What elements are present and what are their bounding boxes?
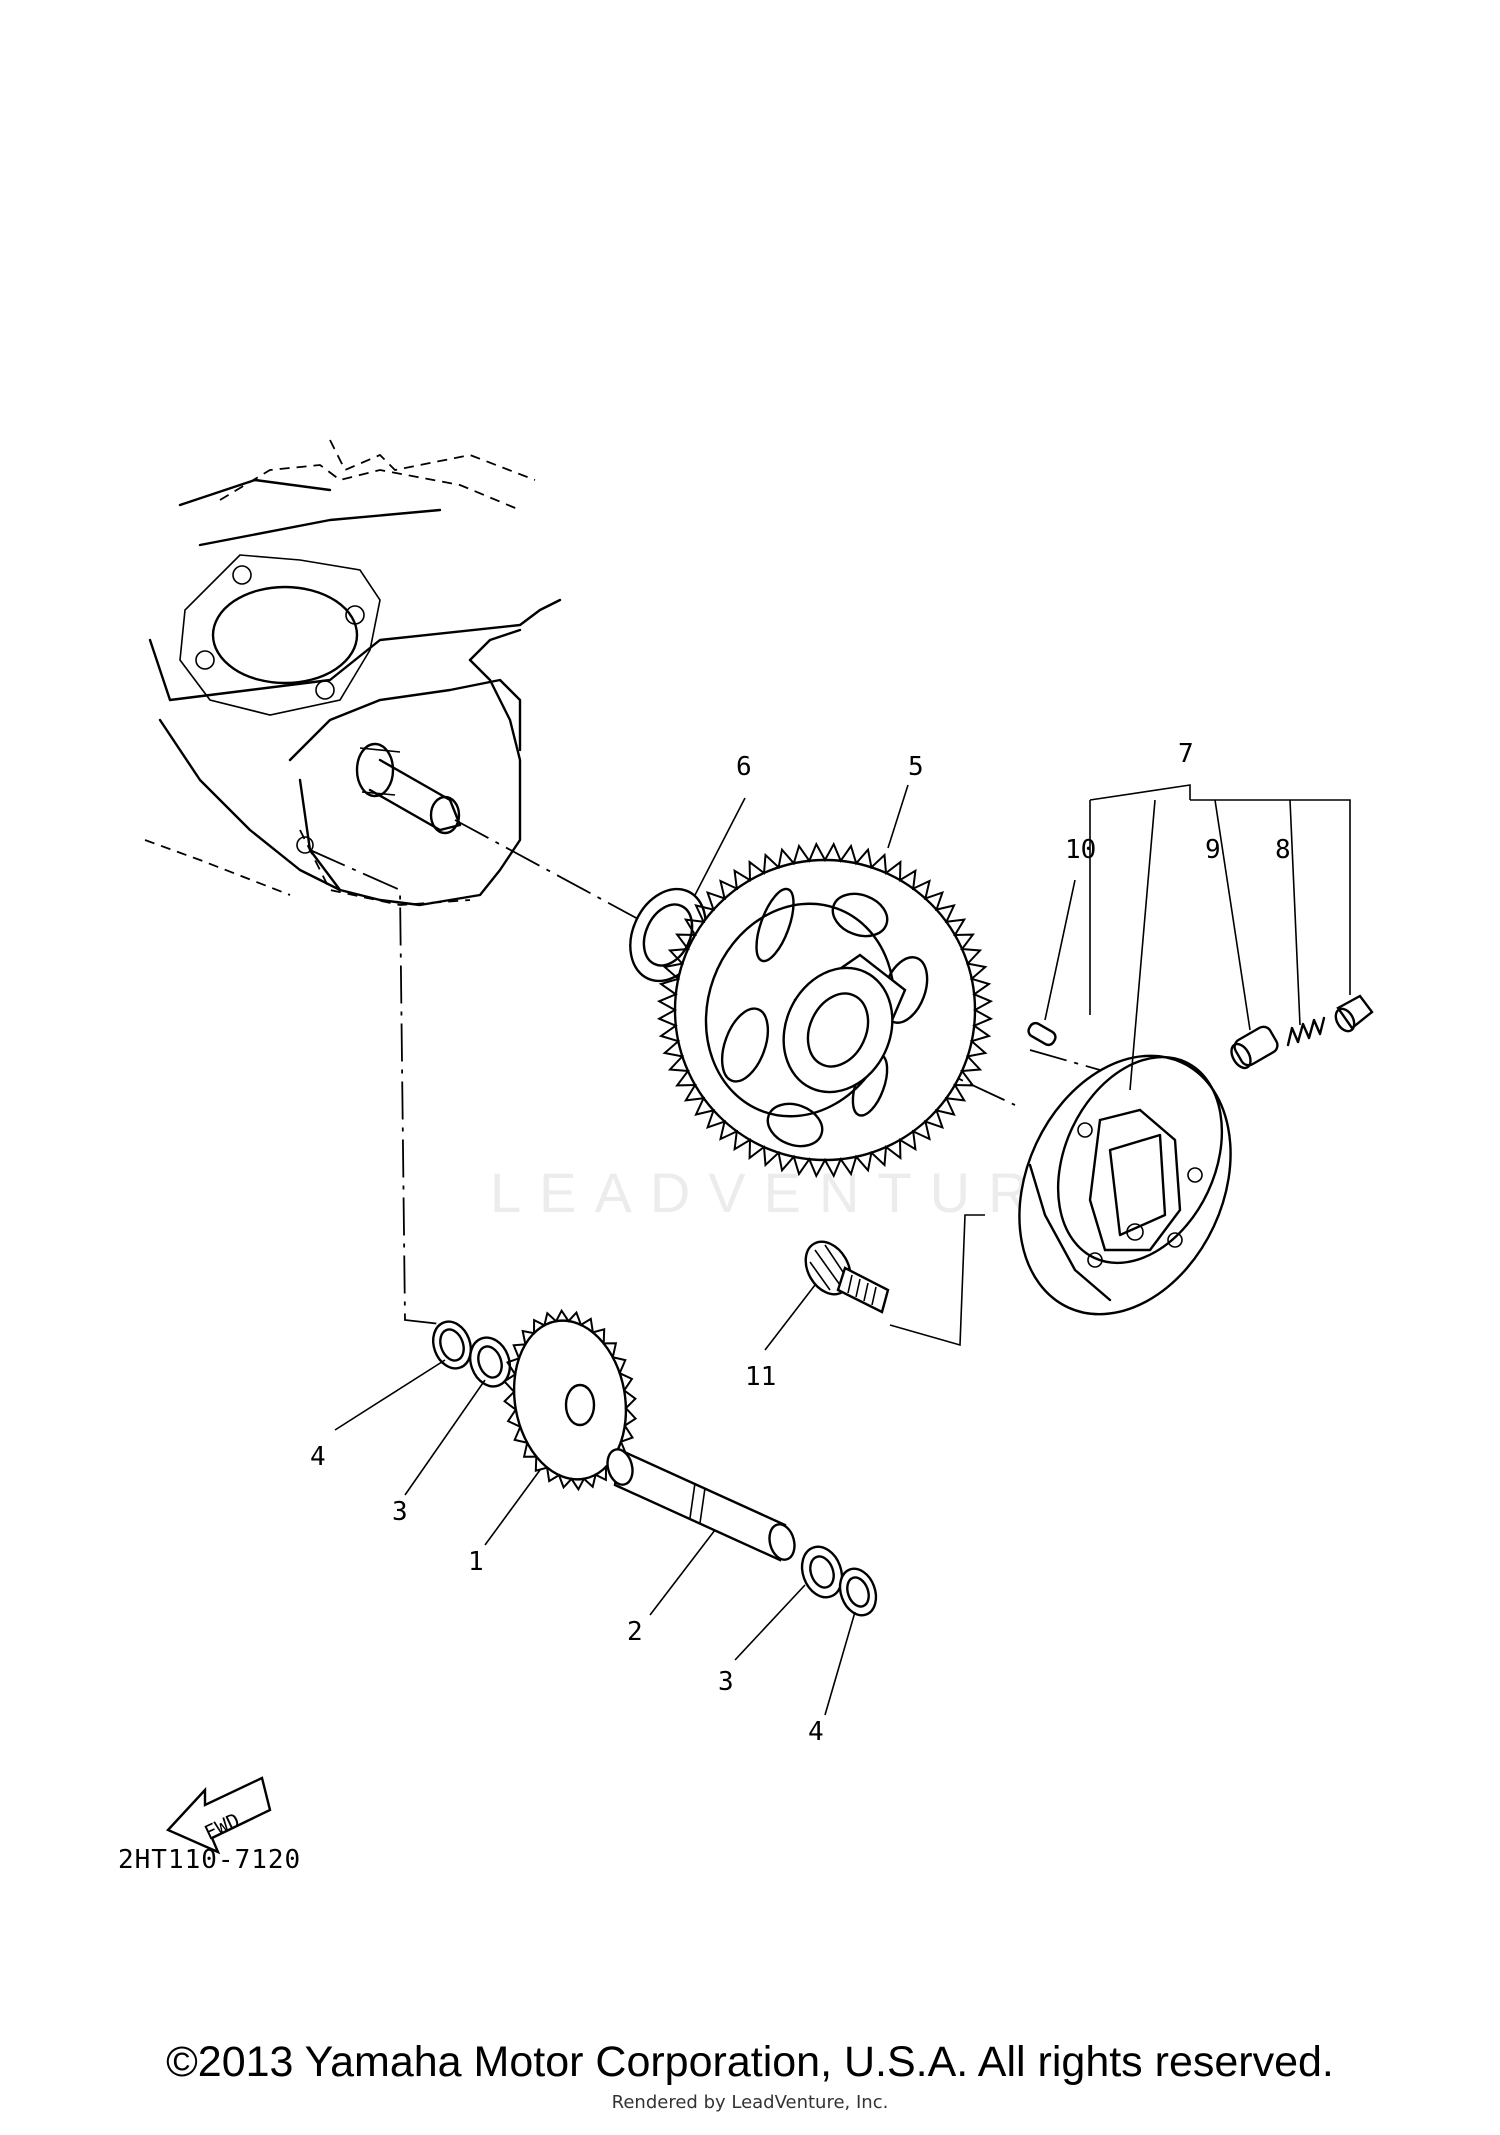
callout-5: 5 — [908, 752, 924, 782]
callout-7: 7 — [1178, 739, 1194, 769]
callout-3-left: 3 — [392, 1497, 408, 1527]
callout-9: 9 — [1205, 835, 1221, 865]
part-4-circlip-right — [838, 1567, 878, 1617]
rendered-by-notice: Rendered by LeadVenture, Inc. — [611, 2092, 889, 2113]
callout-4-right: 4 — [808, 1717, 824, 1747]
part-7-starter-clutch-assembly — [1018, 1054, 1232, 1316]
callout-11: 11 — [745, 1362, 776, 1392]
callout-3-right: 3 — [718, 1667, 734, 1697]
copyright-notice: ©2013 Yamaha Motor Corporation, U.S.A. A… — [166, 2038, 1334, 2086]
callout-1: 1 — [468, 1547, 484, 1577]
part-8-spring — [1286, 1016, 1326, 1047]
part-11-bolt — [804, 1240, 890, 1314]
leader-lines — [334, 784, 1351, 1716]
part-1-idle-gear — [502, 1308, 638, 1492]
part-9-roller — [1230, 1025, 1279, 1070]
engine-case — [144, 439, 562, 907]
part-2-idle-gear-shaft — [606, 1448, 796, 1562]
part-3-washer-right — [800, 1545, 844, 1599]
callout-4-left: 4 — [310, 1442, 326, 1472]
callout-8: 8 — [1275, 835, 1291, 865]
diagram-code: 2HT110-7120 — [118, 1845, 301, 1875]
callout-6: 6 — [736, 752, 752, 782]
callout-2: 2 — [627, 1617, 643, 1647]
part-4-circlip-left — [431, 1320, 473, 1370]
gear-teeth — [656, 841, 994, 1179]
part-5-starter-wheel-gear — [656, 841, 994, 1179]
part-10-pin — [1027, 1021, 1057, 1047]
crankshaft-end — [355, 742, 462, 835]
fwd-arrow-icon: FWD — [165, 1776, 272, 1855]
part-3-washer-left — [469, 1336, 511, 1388]
part-8-spring-cap — [1334, 994, 1374, 1033]
callout-10: 10 — [1065, 835, 1096, 865]
watermark: LEADVENTURE — [490, 1161, 1102, 1224]
